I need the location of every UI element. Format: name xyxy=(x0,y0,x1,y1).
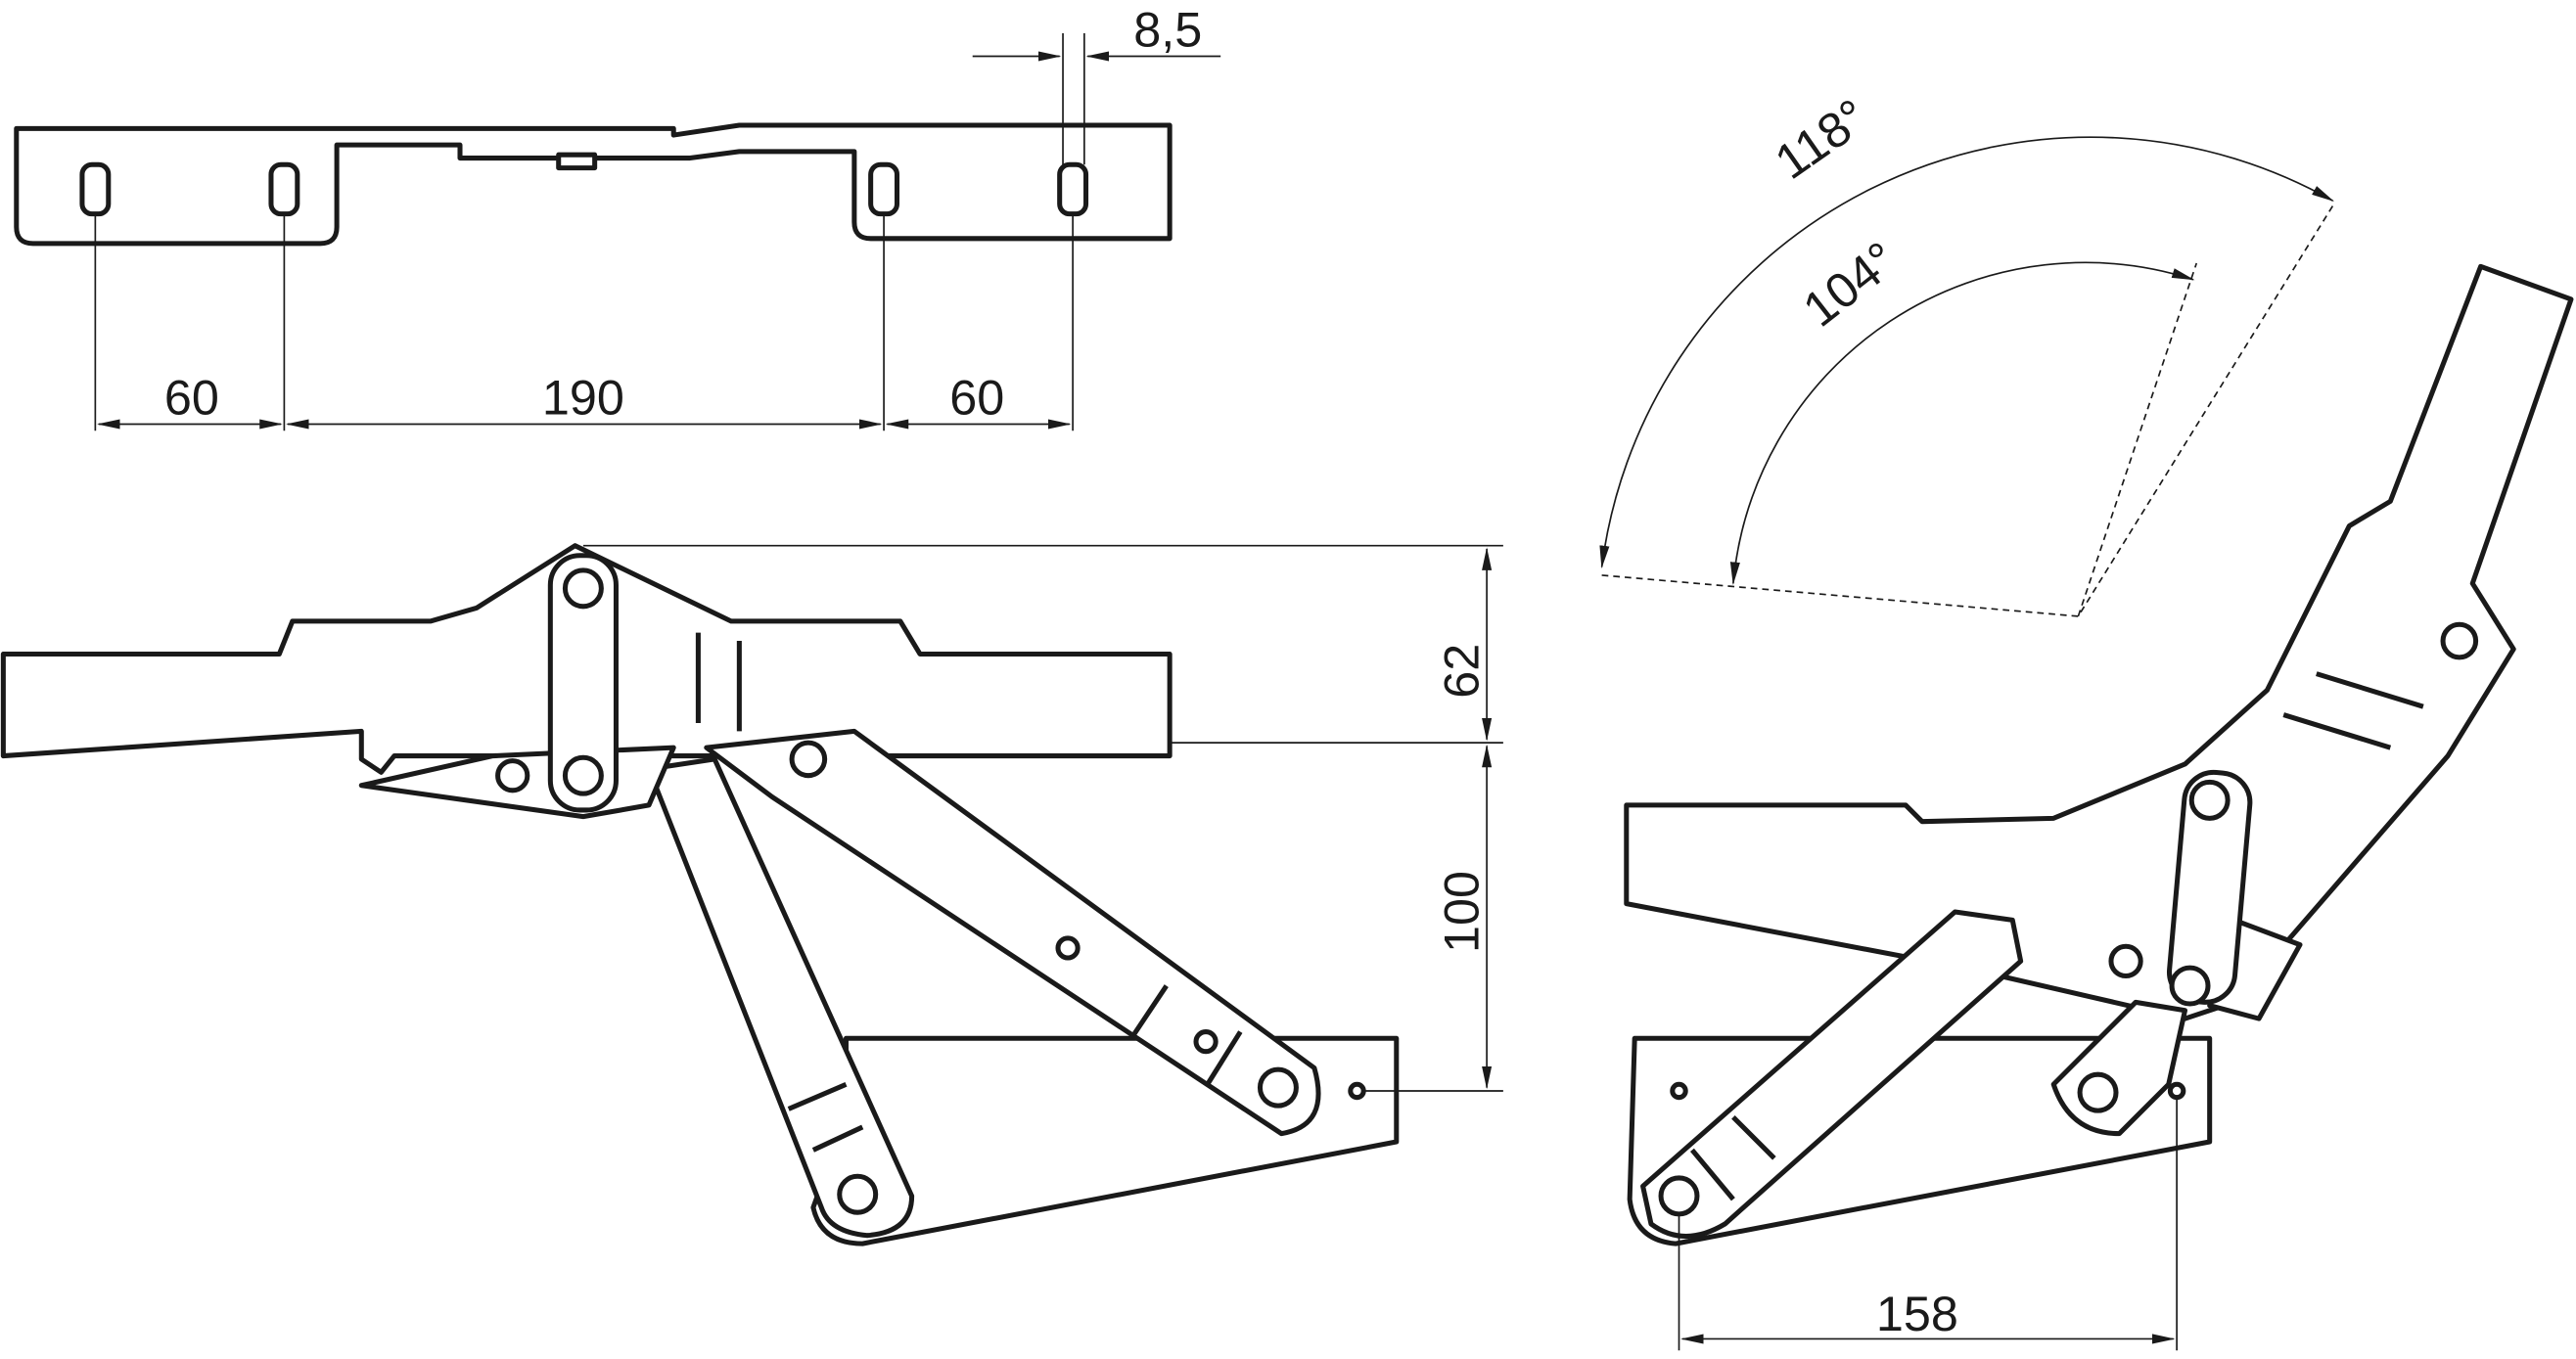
dim-height-lower: 100 xyxy=(1434,871,1490,953)
slot-3 xyxy=(868,161,900,217)
side-view-open: 118° 104° 158 xyxy=(1599,88,2574,1351)
slot-2 xyxy=(268,161,300,217)
dim-height-upper: 62 xyxy=(1434,644,1490,699)
dim-angle-max: 118° xyxy=(1765,88,1877,190)
top-view: 8,5 60 190 60 xyxy=(14,1,1221,431)
dim-width: 158 xyxy=(1876,1286,1958,1341)
dim-slot-width: 8,5 xyxy=(1133,1,1202,57)
dim-spacing-left: 60 xyxy=(164,369,219,425)
dim-spacing-middle: 190 xyxy=(542,369,624,425)
slot-4 xyxy=(1057,161,1089,217)
slot-1 xyxy=(79,161,112,217)
dim-spacing-right: 60 xyxy=(949,369,1004,425)
side-view-closed: 62 100 xyxy=(0,543,1503,1246)
